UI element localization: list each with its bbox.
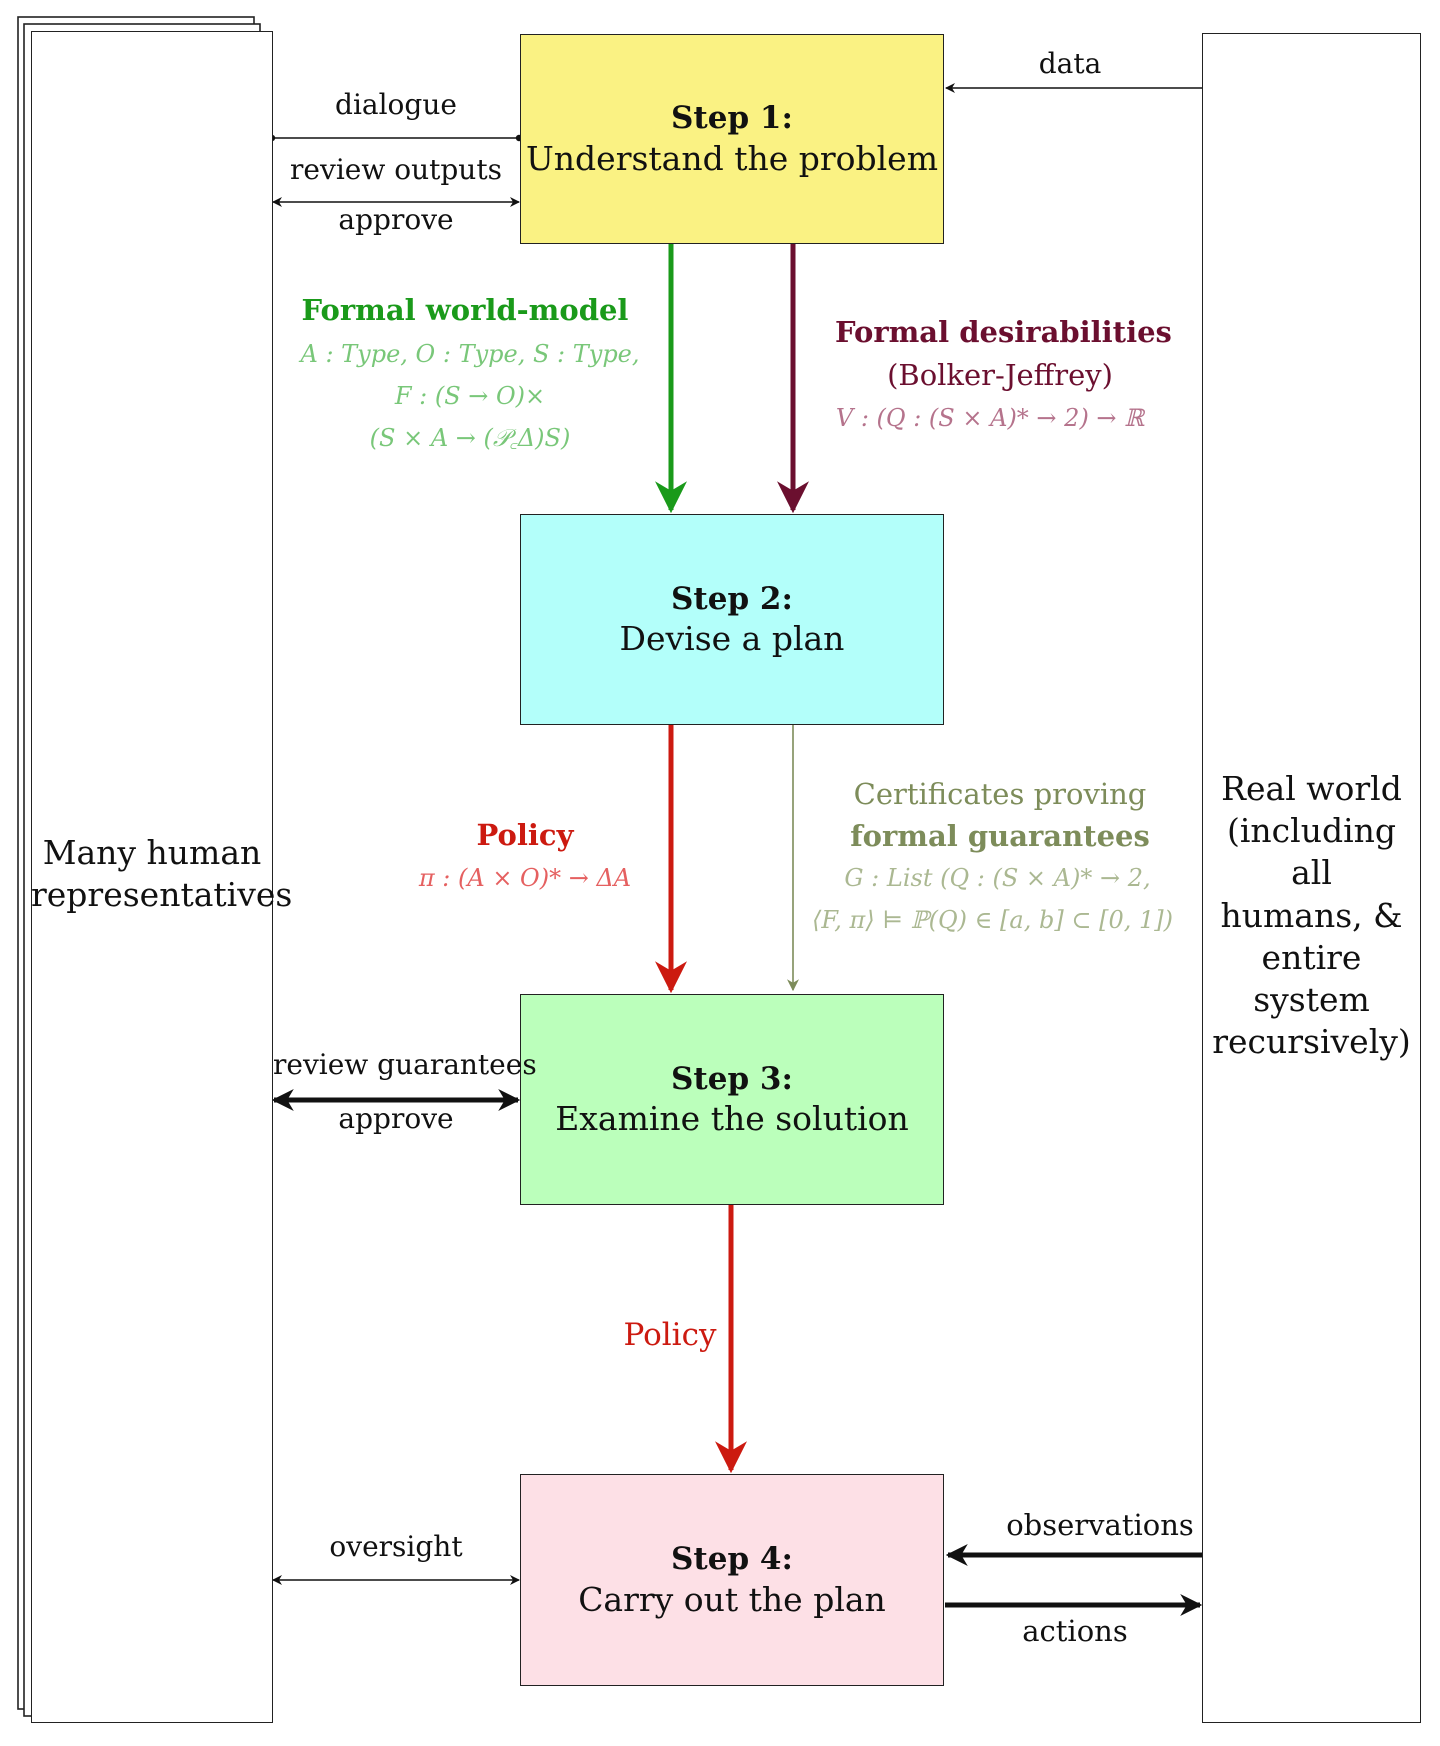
step-2-subtitle: Devise a plan (619, 619, 845, 659)
right-label-line-2: (including all (1226, 811, 1397, 893)
review-outputs-label: review outputs (290, 153, 502, 186)
left-label-line-2: representatives (31, 875, 293, 915)
certificates-title: formal guarantees (850, 819, 1150, 853)
review-guarantees-label: review guarantees (273, 1048, 537, 1081)
left-label-line-1: Many human (42, 833, 262, 872)
real-world-panel (1202, 33, 1421, 1723)
approve-label-1: approve (338, 203, 454, 236)
world-model-line-3: (S × A → (𝒫꜀Δ)S) (369, 424, 571, 452)
policy-title-1: Policy (476, 818, 574, 852)
right-label-line-3: humans, & (1220, 895, 1403, 935)
certificates-line-3: ⟨F, π⟩ ⊨ ℙ(Q) ∈ [a, b] ⊂ [0, 1]) (812, 906, 1173, 934)
approve-label-3: approve (338, 1102, 454, 1135)
world-model-line-2: F : (S → O)× (394, 382, 546, 410)
human-representatives-label: Many human representatives (31, 832, 293, 916)
dialogue-label: dialogue (335, 88, 457, 121)
world-model-line-1: A : Type, O : Type, S : Type, (300, 340, 640, 368)
step-2-title: Step 2: (671, 580, 793, 617)
oversight-label: oversight (329, 1530, 463, 1563)
step-3-box: Step 3: Examine the solution (520, 994, 944, 1205)
policy-formula: π : (A × O)* → ΔA (418, 864, 632, 892)
step-1-box: Step 1: Understand the problem (520, 34, 944, 244)
actions-label: actions (1022, 1614, 1128, 1648)
certificates-line-2: G : List (Q : (S × A)* → 2, (844, 864, 1151, 892)
step-3-title: Step 3: (671, 1060, 793, 1097)
real-world-label: Real world (including all humans, & enti… (1202, 768, 1421, 1064)
desirabilities-line-1: (Bolker-Jeffrey) (887, 358, 1113, 392)
right-label-line-1: Real world (1221, 769, 1402, 808)
observations-label: observations (1006, 1508, 1194, 1542)
data-label: data (1038, 47, 1102, 80)
desirabilities-title: Formal desirabilities (835, 315, 1172, 349)
right-label-line-5: recursively) (1212, 1022, 1411, 1062)
step-3-subtitle: Examine the solution (555, 1099, 909, 1139)
desirabilities-line-2: V : (Q : (S × A)* → 2) → ℝ (835, 404, 1145, 432)
policy-title-2: Policy (623, 1317, 717, 1353)
step-4-title: Step 4: (671, 1541, 793, 1577)
right-label-line-4: entire system (1253, 937, 1370, 1020)
step-1-title: Step 1: (671, 100, 793, 136)
certificates-line-1: Certificates proving (853, 777, 1147, 811)
step-1-subtitle: Understand the problem (525, 138, 939, 178)
step-4-subtitle: Carry out the plan (578, 1579, 886, 1619)
human-representatives-panel (31, 31, 273, 1723)
step-2-box: Step 2: Devise a plan (520, 514, 944, 725)
step-4-box: Step 4: Carry out the plan (520, 1474, 944, 1686)
world-model-title: Formal world-model (301, 293, 629, 327)
